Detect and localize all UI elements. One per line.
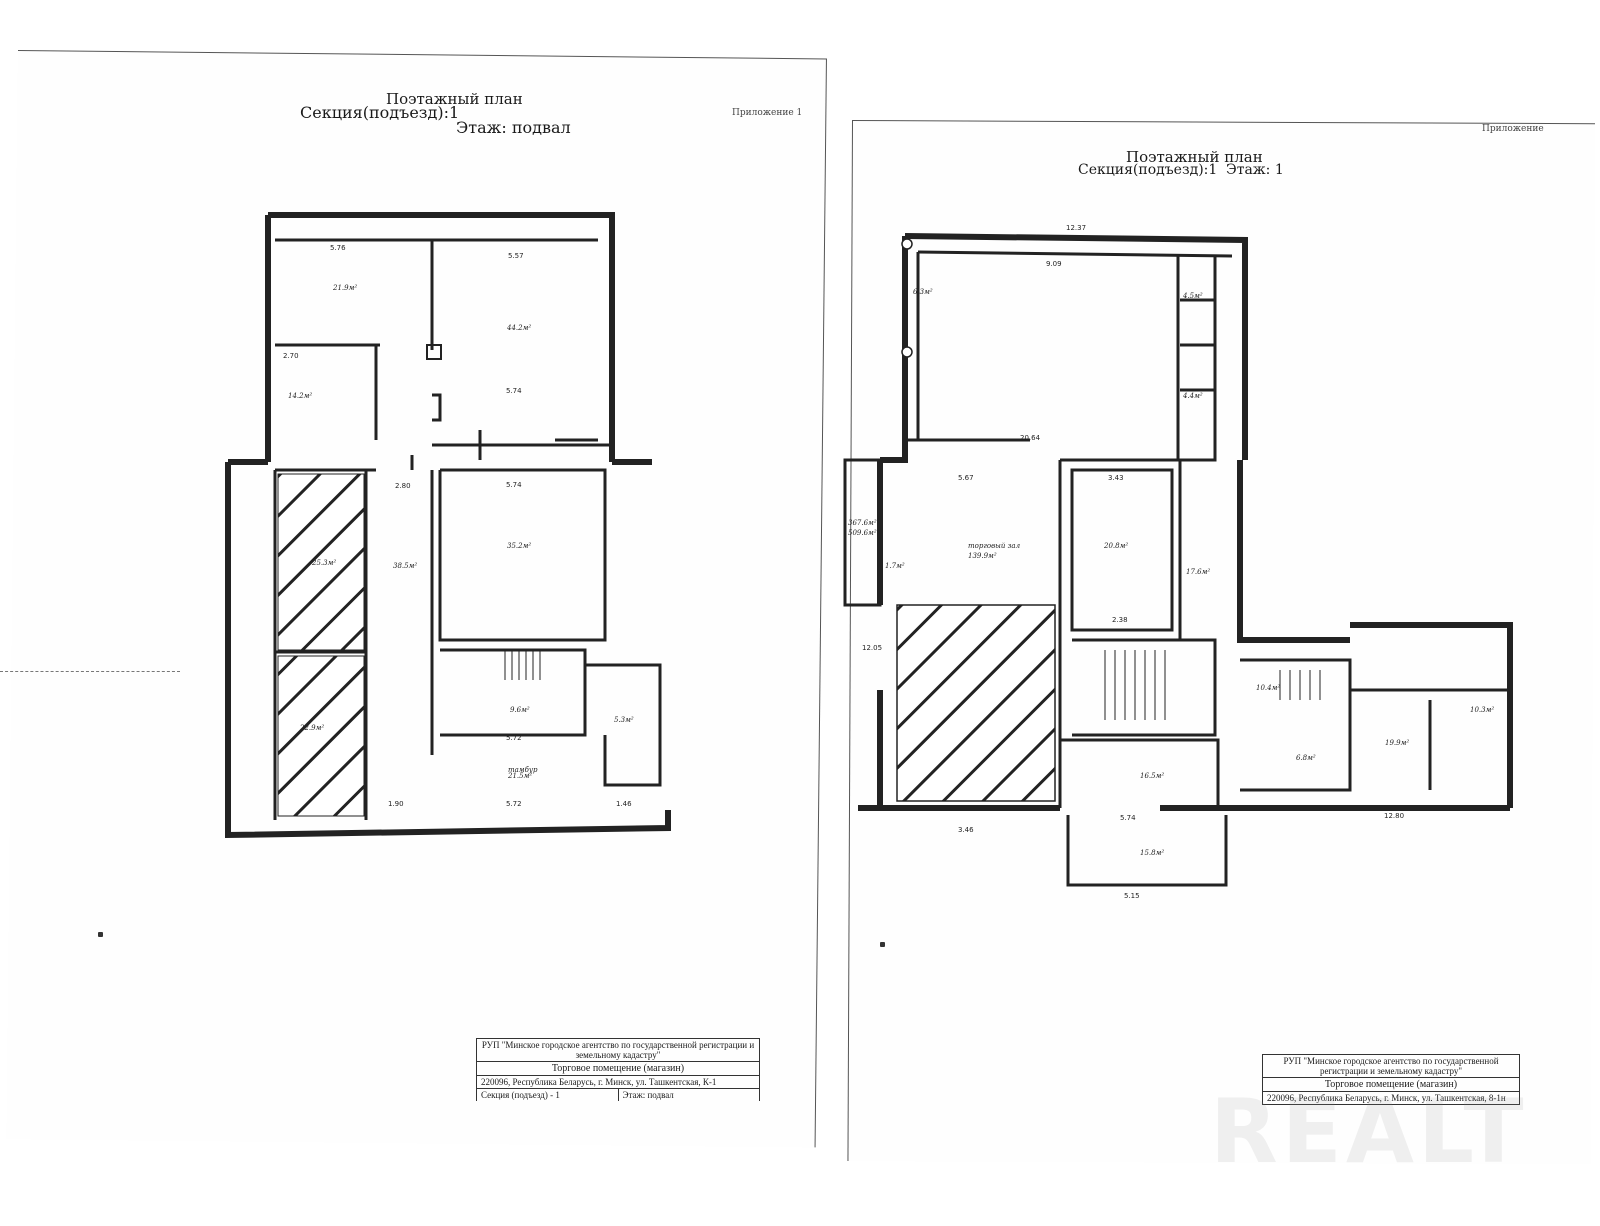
right-title-block: РУП "Минское городское агентство по госу… bbox=[1262, 1054, 1520, 1105]
right-stamp-org: РУП "Минское городское агентство по госу… bbox=[1263, 1055, 1519, 1078]
left-stamp-org: РУП "Минское городское агентство по госу… bbox=[477, 1039, 759, 1062]
left-appendix: Приложение 1 bbox=[732, 108, 803, 118]
left-stamp-address: 220096, Республика Беларусь, г. Минск, у… bbox=[477, 1076, 759, 1089]
dimension: 5.72 bbox=[506, 734, 522, 742]
dimension: 12.37 bbox=[1066, 224, 1086, 232]
left-floor-label: Этаж: подвал bbox=[456, 118, 571, 137]
room-label: 21.9м² bbox=[332, 284, 357, 292]
dimension: 5.57 bbox=[508, 252, 524, 260]
watermark: REALT bbox=[1210, 1080, 1528, 1183]
room-label: 5.3м² bbox=[614, 716, 634, 724]
dimension: 9.09 bbox=[1046, 260, 1062, 268]
dimension: 5.72 bbox=[506, 800, 522, 808]
room-label: тамбур bbox=[508, 766, 538, 774]
left-stamp-floor: Этаж: подвал bbox=[622, 1090, 674, 1100]
dimension: 1.46 bbox=[616, 800, 632, 808]
room-label: 38.5м² bbox=[393, 562, 417, 570]
left-title-block: РУП "Минское городское агентство по госу… bbox=[476, 1038, 760, 1101]
dimension: 2.38 bbox=[1112, 616, 1128, 624]
dimension: 5.74 bbox=[506, 481, 522, 489]
room-label: 16.5м² bbox=[1140, 772, 1164, 780]
room-label: 4.4м² bbox=[1182, 392, 1203, 400]
room-label: 10.4м² bbox=[1256, 684, 1280, 692]
room-label: 6.3м² bbox=[913, 288, 933, 296]
room-label: 14.2м² bbox=[288, 392, 312, 400]
dimension: 3.46 bbox=[958, 826, 974, 834]
room-label: 9.6м² bbox=[510, 706, 530, 714]
dimension: 2.70 bbox=[283, 352, 299, 360]
left-section-label: Секция(подъезд):1 bbox=[300, 103, 460, 122]
room-label: 17.6м² bbox=[1186, 568, 1210, 576]
dimension: 2.80 bbox=[395, 482, 411, 490]
dimension: 5.74 bbox=[506, 387, 522, 395]
room-label: 35.2м² bbox=[507, 542, 531, 550]
room-label: 22.9м² bbox=[299, 724, 324, 732]
dimension: 12.80 bbox=[1384, 812, 1404, 820]
room-label: торговый зал bbox=[968, 542, 1020, 550]
right-appendix: Приложение bbox=[1482, 124, 1544, 134]
right-section-label: Секция(подъезд):1 bbox=[1078, 162, 1218, 178]
left-title: Поэтажный план bbox=[386, 90, 523, 108]
mark-dot bbox=[98, 932, 103, 937]
total-area: 367.6м² bbox=[848, 519, 877, 527]
room-label: 25.3м² bbox=[311, 559, 336, 567]
right-stamp-object: Торговое помещение (магазин) bbox=[1263, 1078, 1519, 1092]
dimension: 3.43 bbox=[1108, 474, 1124, 482]
right-stamp-address: 220096, Республика Беларусь, г. Минск, у… bbox=[1263, 1092, 1519, 1105]
mark-dot bbox=[880, 942, 885, 947]
left-stamp-object: Торговое помещение (магазин) bbox=[477, 1062, 759, 1076]
dimension: 20.64 bbox=[1020, 434, 1041, 442]
room-label: 15.8м² bbox=[1140, 849, 1164, 857]
room-label: 44.2м² bbox=[506, 324, 531, 332]
dimension: 12.05 bbox=[862, 644, 882, 652]
room-label: 10.3м² bbox=[1470, 706, 1494, 714]
dimension: 5.74 bbox=[1120, 814, 1136, 822]
dimension: 5.15 bbox=[1124, 892, 1140, 900]
right-floor-label: Этаж: 1 bbox=[1226, 162, 1284, 178]
room-label: 139.9м² bbox=[968, 552, 997, 560]
total-area: 509.6м² bbox=[848, 529, 877, 537]
dimension: 1.90 bbox=[388, 800, 404, 808]
room-label: 1.7м² bbox=[885, 562, 905, 570]
room-label: 20.8м² bbox=[1103, 542, 1128, 550]
room-label: 6.8м² bbox=[1296, 754, 1316, 762]
room-label: 4.5м² bbox=[1182, 292, 1203, 300]
left-stamp-section: Секция (подъезд) - 1 bbox=[477, 1089, 619, 1101]
dimension: 5.67 bbox=[958, 474, 974, 482]
room-label: 21.5м² bbox=[507, 772, 532, 780]
fold-line bbox=[0, 671, 180, 672]
room-label: 19.9м² bbox=[1385, 739, 1409, 747]
dimension: 5.76 bbox=[330, 244, 346, 252]
right-title: Поэтажный план bbox=[1126, 148, 1263, 166]
